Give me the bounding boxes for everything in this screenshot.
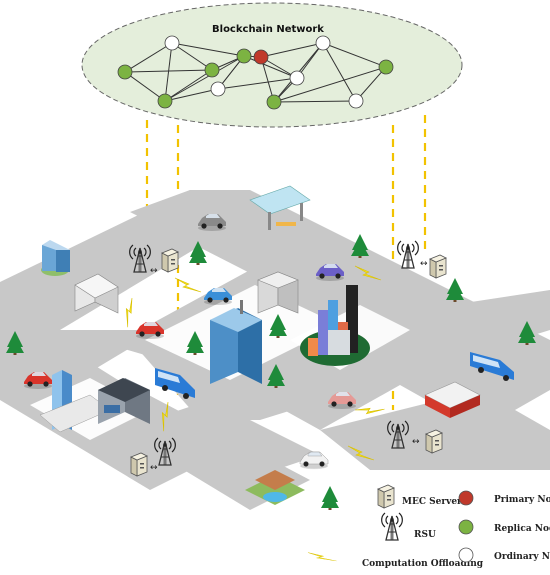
network-edge — [322, 42, 387, 68]
network-edge — [164, 88, 219, 102]
rsu-tower-icon — [397, 240, 419, 269]
network-edge — [322, 42, 357, 102]
ordinary-node — [289, 70, 305, 86]
gas-station — [424, 381, 481, 418]
bidirectional-arrow-icon: ↔ — [412, 437, 420, 447]
ordinary-node — [210, 81, 226, 97]
glass-tower — [39, 370, 111, 433]
network-edge — [217, 77, 298, 90]
network-edge — [171, 42, 213, 71]
legend-mec-server-label: MEC Server — [402, 497, 462, 507]
mec-server-icon — [425, 429, 443, 454]
lightning-bolt-icon — [118, 297, 142, 328]
legend-rsu-icon — [381, 512, 403, 541]
skyscraper-cluster — [308, 285, 358, 356]
road-segment — [150, 400, 320, 475]
ordinary-node — [348, 93, 364, 109]
apartment-tower — [41, 240, 70, 276]
blockchain-network-ellipse — [81, 2, 463, 128]
network-edge — [171, 42, 245, 57]
bus-left — [155, 368, 195, 399]
warehouse-building — [74, 273, 119, 314]
replica-node — [266, 94, 282, 110]
legend-mec-server-icon — [377, 484, 395, 509]
network-edge — [164, 55, 245, 102]
primary-node — [253, 49, 269, 65]
legend-ordinary-node-marker — [458, 547, 474, 563]
bidirectional-arrow-icon: ↔ — [420, 259, 428, 269]
replica-node — [204, 62, 220, 78]
network-edge — [243, 55, 298, 79]
network-nodes — [117, 35, 394, 110]
network-edge — [355, 66, 387, 102]
network-edge — [124, 42, 173, 73]
ordinary-node — [315, 35, 331, 51]
replica-node — [236, 48, 252, 64]
replica-node — [117, 64, 133, 80]
vehicles — [24, 214, 514, 470]
network-edge — [124, 71, 166, 102]
network-edge — [164, 42, 173, 102]
network-edge — [164, 69, 213, 102]
villa-with-pool — [245, 470, 305, 505]
legend-primary-node-marker — [458, 490, 474, 506]
blockchain-network-title: Blockchain Network — [212, 24, 324, 35]
bus-stop-shelter — [249, 185, 311, 230]
network-edge — [273, 100, 357, 103]
bidirectional-arrow-icon: ↔ — [150, 266, 158, 276]
legend-rsu-label: RSU — [414, 530, 436, 540]
legend-ordinary-node-label: Ordinary Node — [494, 552, 550, 562]
ordinary-node — [164, 35, 180, 51]
legend-replica-node-marker — [458, 519, 474, 535]
bus-right — [470, 352, 514, 381]
replica-node — [378, 59, 394, 75]
storefront-building — [98, 378, 150, 424]
mec-server-icon — [161, 248, 179, 273]
bidirectional-arrow-icon: ↔ — [150, 463, 158, 473]
network-edge — [260, 56, 275, 103]
link-arrows: ↔ ↔ ↔ ↔ — [150, 259, 428, 473]
mec-server-icon — [429, 254, 447, 279]
legend-computation-offloading-label: Computation Offloading — [362, 559, 484, 569]
legend-replica-node-label: Replica Node — [494, 524, 550, 534]
network-edge — [273, 66, 387, 103]
legend: MEC Server RSU Computation Offloading Pr… — [307, 484, 550, 569]
office-building — [210, 300, 262, 384]
gray-building — [257, 271, 299, 314]
replica-node — [157, 93, 173, 109]
legend-lightning-bolt-icon — [307, 552, 337, 562]
tree — [321, 486, 339, 510]
network-edge — [260, 42, 324, 58]
legend-primary-node-label: Primary Node — [494, 495, 550, 505]
mec-server-icon — [130, 452, 148, 477]
